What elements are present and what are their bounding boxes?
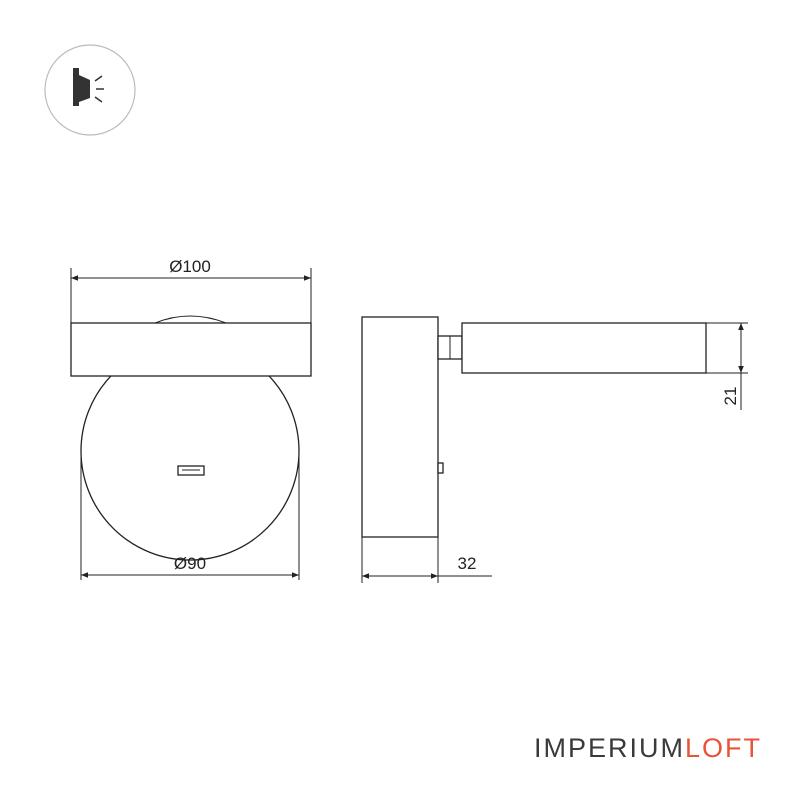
dim-top-diameter: Ø100: [169, 257, 211, 276]
side-lamp-head: [461, 322, 707, 374]
wall-light-direction-icon: [44, 44, 136, 136]
front-view: Ø100 Ø90: [70, 257, 312, 580]
brand-part1: IMPERIUM: [533, 733, 685, 763]
dim-bottom-diameter: Ø90: [174, 554, 206, 573]
side-view: 32 21: [361, 316, 748, 583]
dim-height: 21: [721, 387, 740, 406]
front-cap-arc: [154, 315, 227, 324]
brand-logo: IMPERIUMLOFT: [534, 733, 762, 764]
front-top-plate: [70, 322, 312, 377]
dim-depth: 32: [458, 554, 477, 573]
side-tab: [437, 462, 444, 474]
brand-part2: LOFT: [684, 733, 762, 763]
side-body: [361, 316, 439, 538]
